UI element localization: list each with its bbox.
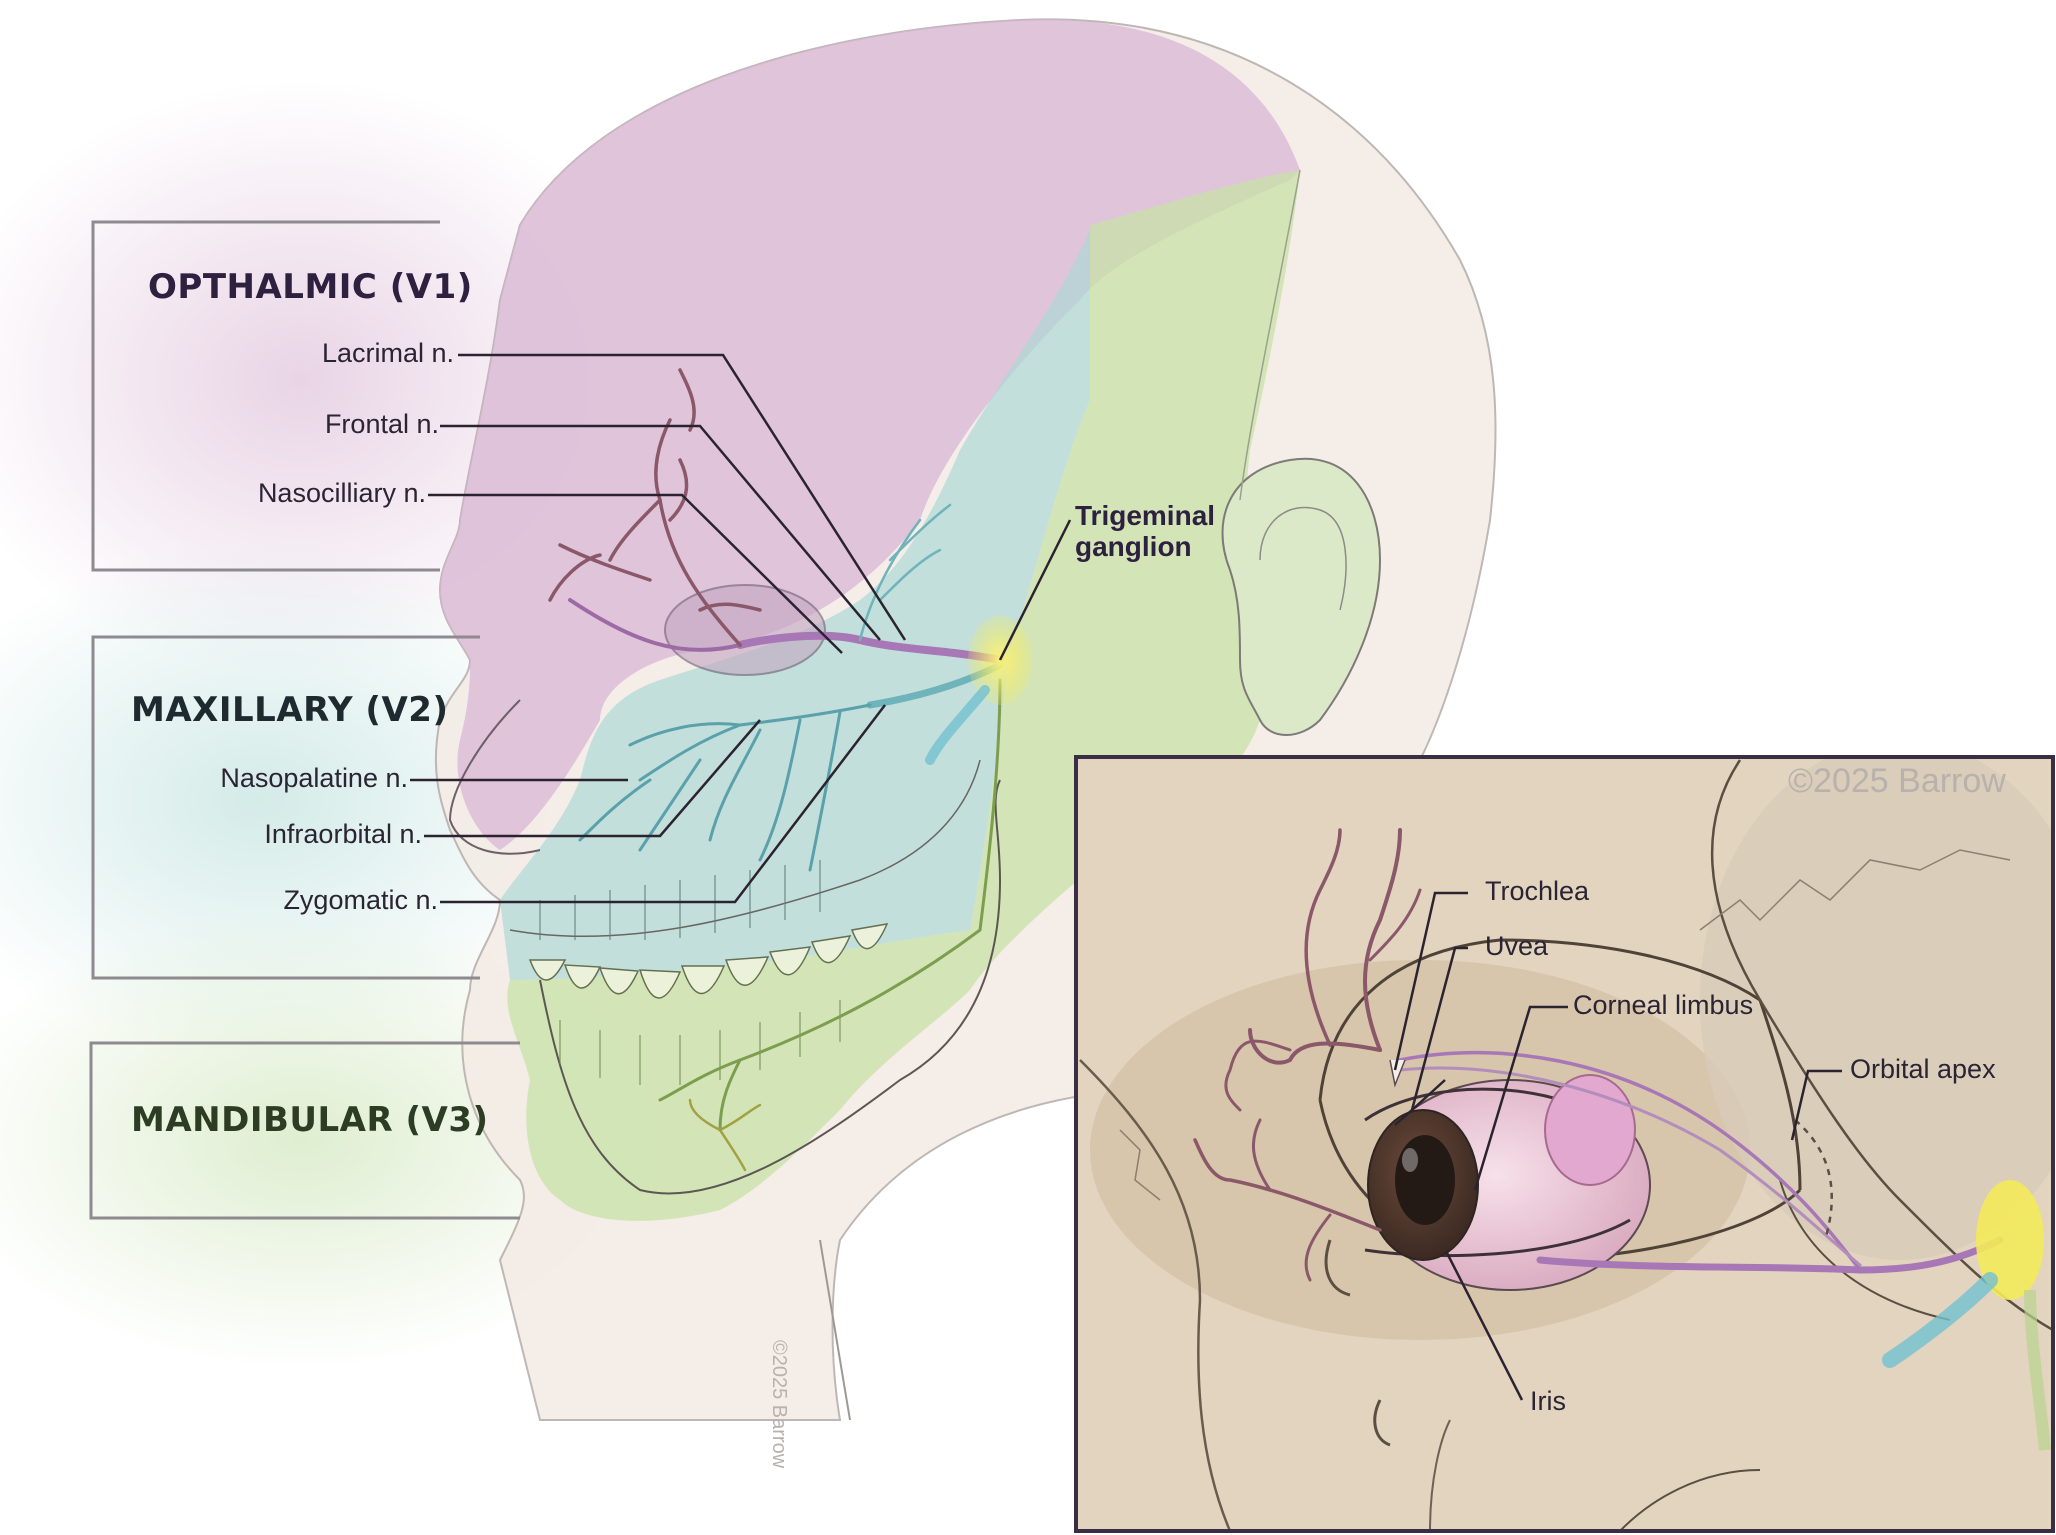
nasociliary-nerve-label: Nasocilliary n. — [257, 478, 426, 508]
nasociliary-leader — [428, 493, 843, 654]
trochlea-label: Trochlea — [1485, 876, 1590, 906]
v3-title: MANDIBULAR (V3) — [131, 1100, 489, 1140]
lacrimal-leader — [458, 353, 907, 641]
trigeminal-ganglion-label: Trigeminal ganglion — [1075, 500, 1215, 562]
zygomatic-nerve-label: Zygomatic n. — [283, 885, 438, 915]
teeth — [528, 923, 889, 999]
frontal-leader — [440, 424, 881, 641]
v2-box — [91, 635, 480, 980]
orbital-apex-leader — [1790, 1069, 1842, 1141]
ganglion-leader — [998, 519, 1072, 661]
v1-title: OPTHALMIC (V1) — [148, 267, 473, 307]
v1-box — [91, 220, 440, 572]
iris-label: Iris — [1530, 1386, 1566, 1416]
v2-title: MAXILLARY (V2) — [131, 690, 449, 730]
v3-region — [507, 170, 1301, 1221]
infraorbital-leader — [424, 719, 761, 838]
trochlea-leader — [1393, 891, 1468, 1071]
uvea-bracket — [1394, 1079, 1446, 1126]
iris-leader — [1445, 1252, 1524, 1401]
lacrimal-nerve-label: Lacrimal n. — [321, 338, 454, 368]
orbital-apex-outline — [1794, 1119, 1833, 1241]
orbital-apex-label: Orbital apex — [1850, 1054, 1996, 1084]
lacrimal-gland — [1544, 1074, 1636, 1186]
v3-box — [89, 1041, 520, 1220]
neck-line — [819, 1239, 851, 1421]
nasopalatine-nerve-label: Nasopalatine n. — [220, 763, 408, 793]
v2-region — [500, 225, 1090, 980]
ganglion-label-line-2: ganglion — [1075, 531, 1192, 562]
ganglion-label-line-1: Trigeminal — [1075, 500, 1216, 531]
inset-eye-detail — [1074, 755, 2055, 1533]
main-copyright: ©2025 Barrow — [768, 1340, 790, 1469]
leader-lines — [410, 353, 1072, 904]
jaw-outline — [539, 779, 1002, 1195]
corneal-limbus-label: Corneal limbus — [1573, 990, 1754, 1020]
uvea-leader — [1410, 946, 1468, 1111]
inset-copyright: ©2025 Barrow — [1788, 762, 2006, 800]
division-boxes — [89, 220, 520, 1220]
ear — [1221, 457, 1382, 736]
nose — [448, 699, 541, 855]
zygomatic-leader — [440, 704, 886, 904]
frontal-nerve-label: Frontal n. — [324, 409, 439, 439]
inset-frame — [1074, 755, 2055, 1533]
uvea-label: Uvea — [1485, 931, 1549, 961]
infraorbital-nerve-label: Infraorbital n. — [264, 819, 422, 849]
orbit — [664, 584, 826, 676]
trochlea — [1389, 1059, 1406, 1088]
corneal-limbus-leader — [1473, 1005, 1568, 1191]
